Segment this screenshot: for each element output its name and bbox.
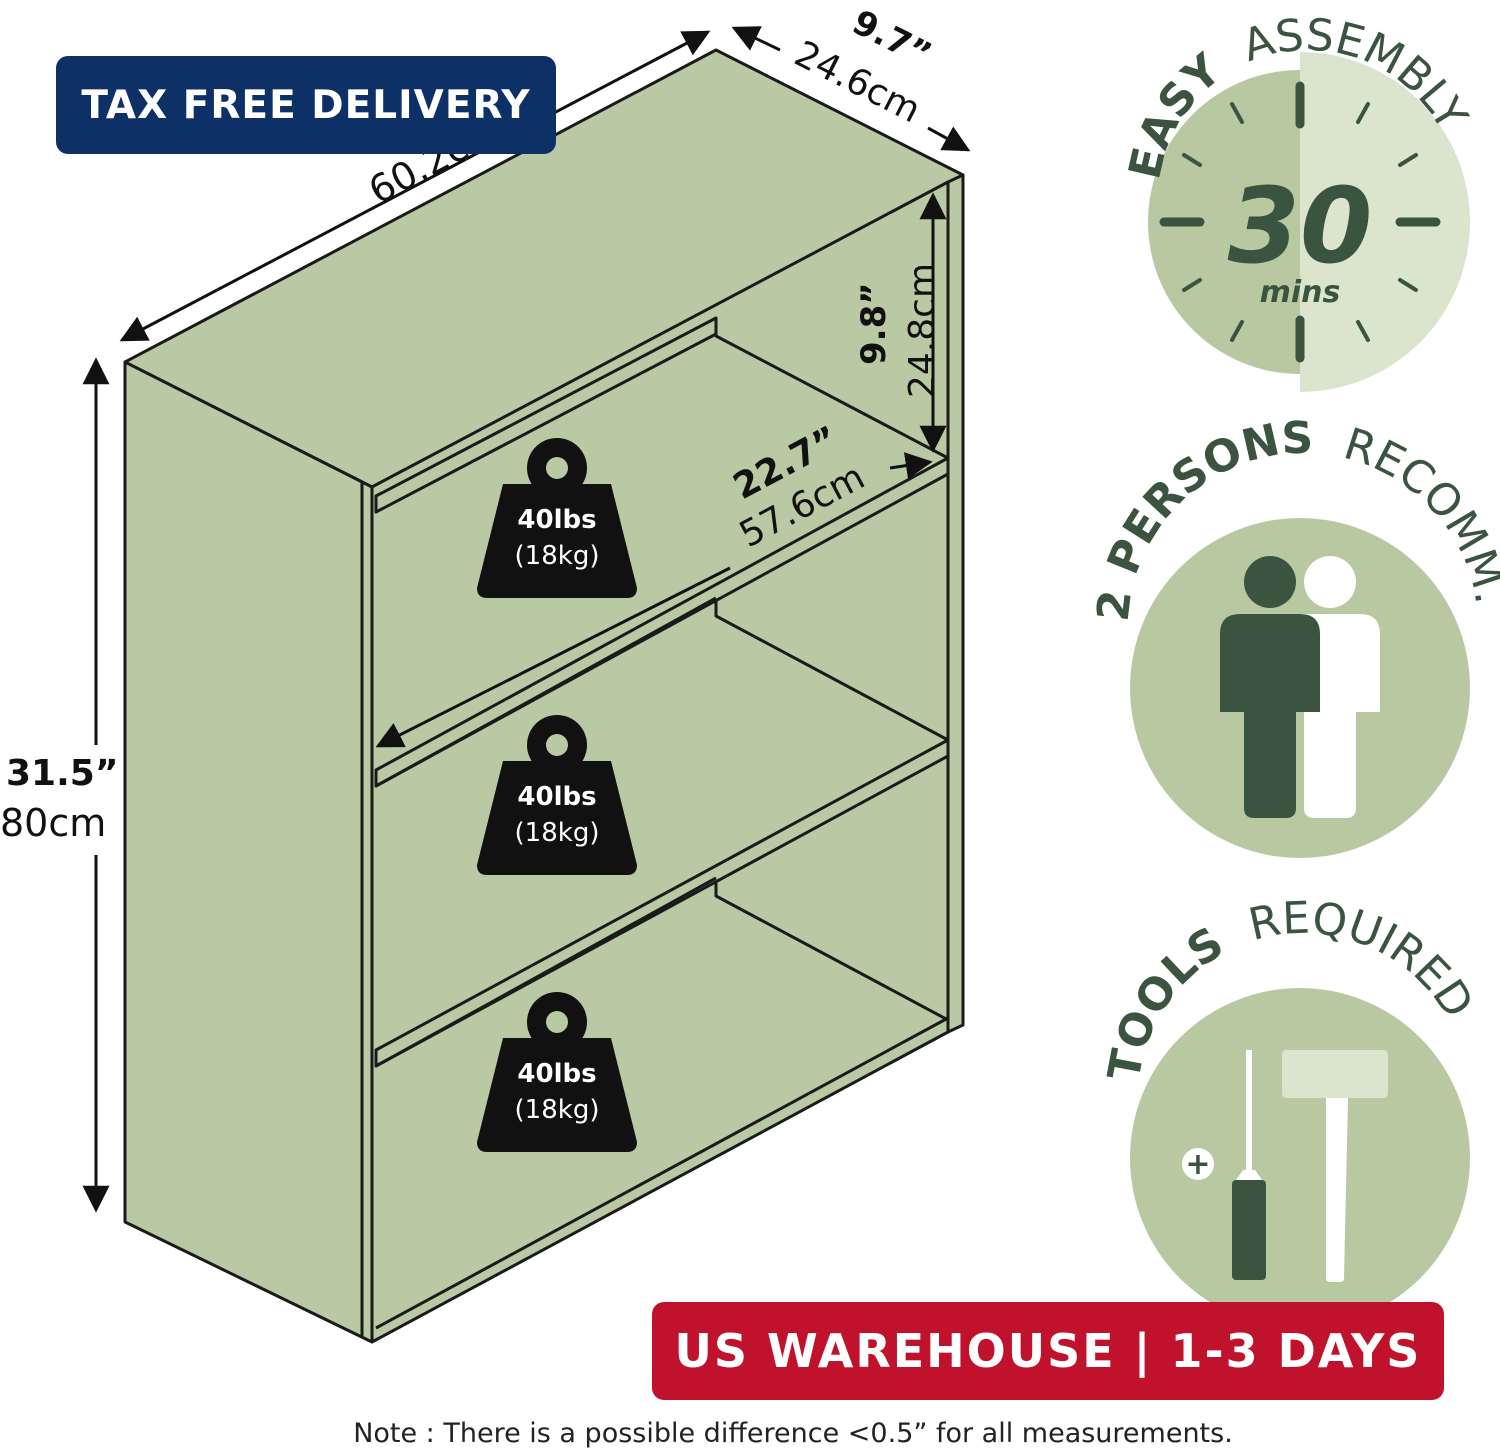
weight-2-kg: (18kg) bbox=[515, 818, 600, 848]
clock-icon bbox=[1159, 81, 1441, 363]
two-persons-icon bbox=[1220, 556, 1380, 818]
height-cm-label: 80cm bbox=[0, 801, 106, 845]
inner-width-arrow-b bbox=[375, 566, 731, 748]
feature-persons: 2 PERSONS RECOMM. bbox=[1088, 413, 1500, 858]
width-arrow bbox=[119, 30, 711, 342]
feature-assembly: 30 mins EASY ASSEMBLY bbox=[1119, 9, 1477, 392]
depth-arrow-b bbox=[927, 126, 971, 152]
bookcase-left-side bbox=[123, 360, 374, 1344]
shelf-1 bbox=[374, 456, 950, 788]
screwdriver-hammer-icon: + bbox=[1182, 1050, 1388, 1282]
depth-arrow-a bbox=[731, 26, 781, 52]
weight-1-lbs: 40lbs bbox=[517, 505, 596, 535]
weight-1-kg: (18kg) bbox=[515, 541, 600, 571]
weight-2-lbs: 40lbs bbox=[517, 782, 596, 812]
dimension-lines bbox=[82, 26, 971, 1213]
feature-tools: + TOOLS REQUIRED bbox=[1099, 893, 1483, 1328]
shelf-gap-in-label: 9.8” bbox=[854, 282, 894, 365]
weight-icon-2: 40lbs (18kg) bbox=[477, 715, 637, 875]
bookcase-right-side bbox=[946, 173, 965, 1034]
weight-3-lbs: 40lbs bbox=[517, 1059, 596, 1089]
weight-icon-1: 40lbs (18kg) bbox=[477, 438, 637, 598]
shelf-gap-cm-label: 24.8cm bbox=[902, 263, 943, 398]
weight-icon-3: 40lbs (18kg) bbox=[477, 992, 637, 1152]
top-inner-lip bbox=[374, 316, 718, 514]
measurement-note: Note : There is a possible difference <0… bbox=[353, 1418, 1233, 1449]
inner-width-arrow-a bbox=[889, 452, 933, 479]
shelf-2 bbox=[374, 738, 950, 1068]
us-warehouse-badge: US WAREHOUSE | 1-3 DAYS bbox=[652, 1302, 1444, 1400]
tax-free-delivery-badge: TAX FREE DELIVERY bbox=[56, 56, 556, 154]
height-in-label: 31.5” bbox=[6, 753, 118, 794]
weight-3-kg: (18kg) bbox=[515, 1095, 600, 1125]
tools-plus: + bbox=[1185, 1147, 1210, 1182]
assembly-minutes: 30 bbox=[1228, 165, 1373, 287]
assembly-unit: mins bbox=[1260, 275, 1341, 310]
